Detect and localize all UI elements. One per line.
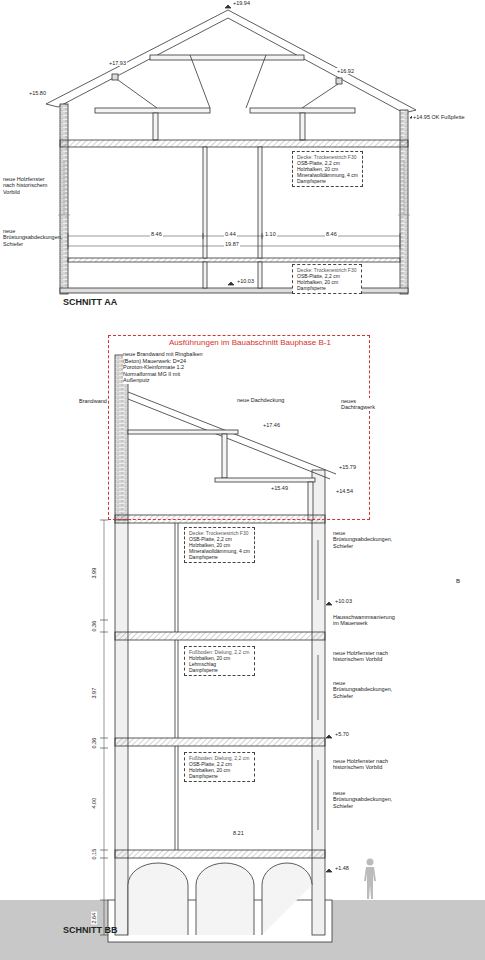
layer-text: Mineralwolldämmung, 4 cm	[189, 548, 250, 554]
dimension-tick	[100, 738, 108, 739]
level-mark: +15.79	[338, 464, 357, 470]
annotation-note: neue Brüstungsabdeckungen, Schiefer	[332, 790, 390, 809]
section-bb	[0, 355, 485, 960]
section-aa	[46, 5, 416, 294]
dimension-tick	[100, 520, 108, 521]
level-mark: 0.44	[224, 231, 237, 237]
annotation-note: Hausschwammsanierung im Mauerwerk	[332, 614, 396, 627]
layer-text: Decke: Trockenestrich F30	[297, 267, 357, 273]
layer-text: Holzbalken, 20 cm	[189, 767, 250, 773]
annotation-note: neue Holzfenster nach historischem Vorbi…	[332, 650, 394, 663]
level-mark: +19.94	[232, 0, 251, 6]
level-mark: 8.46	[150, 231, 163, 237]
layer-text: Dampfsperre	[297, 285, 357, 291]
layer-text: Lehmschlag	[189, 661, 250, 667]
annotation-note: neue Brüstungsabdeckungen, Schiefer	[2, 228, 58, 247]
level-mark: 1.10	[264, 231, 277, 237]
annotation-note: neue Brüstungsabdeckungen, Schiefer	[332, 530, 390, 549]
layer-note-box: Fußboden: Dielung, 2,2 cmOSB-Platte, 2,2…	[184, 752, 255, 782]
dimension-text: 0.36	[91, 737, 97, 750]
layer-note-box: Fußboden: Dielung, 2,2 cmHolzbalken, 20 …	[184, 646, 255, 676]
level-mark: +14.54	[335, 488, 354, 494]
level-mark: +5.70	[334, 731, 350, 737]
level-mark: Brandwand	[78, 398, 108, 404]
dimension-text: 3.97	[91, 687, 97, 700]
layer-text: Holzbalken, 20 cm	[297, 279, 357, 285]
layer-text: Decke: Trockenestrich F30	[189, 530, 250, 536]
layer-text: OSB-Platte, 2,2 cm	[297, 160, 358, 166]
layer-text: Holzbalken, 20 cm	[189, 542, 250, 548]
layer-text: Fußboden: Dielung, 2,2 cm	[189, 649, 250, 655]
level-mark: +10.03	[236, 278, 255, 284]
layer-text: Decke: Trockenestrich F30	[297, 154, 358, 160]
level-mark: +14.95 OK Fußpfette	[412, 114, 466, 120]
level-mark: +15.80	[28, 90, 47, 96]
layer-note-box: Decke: Trockenestrich F30OSB-Platte, 2,2…	[292, 264, 362, 294]
layer-text: OSB-Platte, 2,2 cm	[189, 536, 250, 542]
phase-heading: Ausführungen im Bauabschnitt Bauphase B-…	[169, 338, 331, 348]
layer-note-box: Decke: Trockenestrich F30OSB-Platte, 2,2…	[184, 527, 255, 563]
section-title: SCHNITT AA	[62, 297, 118, 307]
layer-text: Dampfsperre	[297, 178, 358, 184]
dimension-tick	[100, 632, 108, 633]
layer-text: OSB-Platte, 2,2 cm	[297, 273, 357, 279]
dimension-tick	[100, 858, 108, 859]
level-mark: neue Dachdeckung	[236, 397, 285, 403]
annotation-note: neue Holzfenster nach historischem Vorbi…	[2, 176, 58, 195]
annotation-note: neue Holzfenster nach historischem Vorbi…	[332, 758, 394, 771]
dimension-tick	[100, 748, 108, 749]
section-title: SCHNITT BB	[62, 925, 119, 935]
level-mark: 8.46	[325, 231, 338, 237]
layer-text: Dampfsperre	[189, 667, 250, 673]
level-mark: +17.93	[108, 60, 127, 66]
phase-region: Ausführungen im Bauabschnitt Bauphase B-…	[108, 335, 370, 520]
level-mark: +1.48	[334, 865, 350, 871]
dimension-tick	[100, 900, 108, 901]
layer-text: Holzbalken, 20 cm	[297, 166, 358, 172]
layer-text: OSB-Platte, 2,2 cm	[189, 761, 250, 767]
annotation-note: neue Brüstungsabdeckungen, Schiefer	[332, 680, 390, 699]
layer-text: Dampfsperre	[189, 773, 250, 779]
level-mark: +10.03	[334, 598, 353, 604]
level-mark: B	[455, 578, 461, 585]
dimension-tick	[100, 850, 108, 851]
dimension-text: 4.00	[91, 797, 97, 810]
dimension-tick	[100, 620, 108, 621]
dimension-text: 2.64	[91, 912, 97, 925]
level-mark: +16.92	[336, 68, 355, 74]
layer-text: Holzbalken, 20 cm	[189, 655, 250, 661]
layer-note-box: Decke: Trockenestrich F30OSB-Platte, 2,2…	[292, 151, 363, 187]
dimension-text: 0.36	[91, 620, 97, 633]
level-mark: 19.87	[224, 241, 240, 247]
level-mark: +17.46	[262, 422, 281, 428]
annotation-note: neues Dachtragwerk	[340, 398, 382, 411]
layer-text: Mineralwolldämmung, 4 cm	[297, 172, 358, 178]
level-mark: +15.49	[270, 485, 289, 491]
wall-spec-note: neue Brandwand mit Ringbalken (Beton) Ma…	[123, 351, 205, 384]
dimension-text: 3.99	[91, 567, 97, 580]
level-mark: 8.21	[232, 830, 245, 836]
layer-text: Fußboden: Dielung, 2,2 cm	[189, 755, 250, 761]
layer-text: Dampfsperre	[189, 554, 250, 560]
dimension-text: 0.15	[91, 848, 97, 861]
